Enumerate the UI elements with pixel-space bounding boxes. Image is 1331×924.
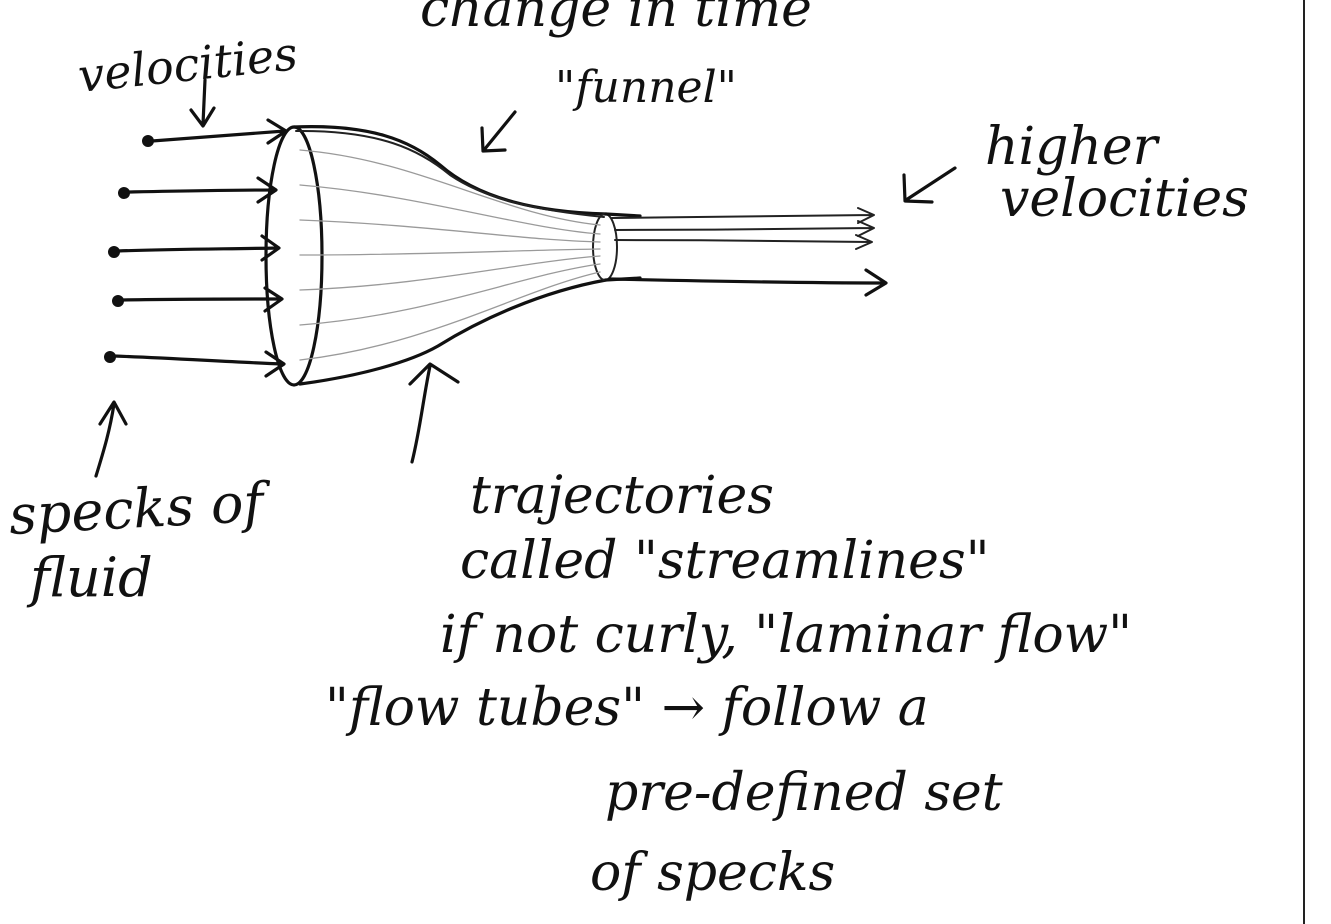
velocity-arrow xyxy=(152,120,286,143)
note-line: pre-defined set xyxy=(605,763,1003,823)
exit-arrow xyxy=(612,208,874,223)
velocities-label: velocities xyxy=(76,26,301,103)
note-line: of specks xyxy=(590,843,835,903)
velocity-arrow xyxy=(118,236,279,260)
note-line: trajectories xyxy=(470,466,774,526)
specks-label-line2: fluid xyxy=(26,546,153,609)
exit-arrow xyxy=(610,270,886,295)
streamline xyxy=(300,249,600,255)
funnel-mouth xyxy=(266,127,322,385)
exit-arrow xyxy=(615,235,872,249)
note-line: called "streamlines" xyxy=(460,531,990,591)
notes-block: trajectories called "streamlines" if not… xyxy=(325,466,1132,903)
trajectories-pointer xyxy=(410,364,458,462)
higher-velocities-label-line2: velocities xyxy=(1000,169,1249,229)
velocity-arrow xyxy=(128,178,276,202)
streamline xyxy=(300,150,600,225)
higher-velocities-pointer xyxy=(904,168,955,202)
funnel-upper-wall-sketch xyxy=(296,131,604,217)
velocity-arrow xyxy=(122,288,282,311)
streamline xyxy=(300,220,600,242)
exit-arrows xyxy=(610,208,886,295)
specks-arrow xyxy=(96,402,126,476)
heading-text: change in time xyxy=(420,0,812,39)
funnel-label: "funnel" xyxy=(555,62,737,113)
incoming-arrows xyxy=(114,120,286,376)
funnel-lower-wall xyxy=(300,280,606,384)
streamline xyxy=(300,272,600,360)
note-line: "flow tubes" → follow a xyxy=(325,678,929,738)
funnel-exit-ring xyxy=(593,214,617,280)
exit-arrow xyxy=(615,221,874,236)
funnel-upper-wall xyxy=(294,127,606,214)
note-line: if not curly, "laminar flow" xyxy=(440,605,1132,665)
velocity-arrow xyxy=(114,352,284,376)
funnel-pointer xyxy=(482,112,515,151)
specks-label-line1: specks of xyxy=(7,470,273,547)
inner-streamlines xyxy=(300,150,600,360)
higher-velocities-label-line1: higher xyxy=(985,117,1161,177)
funnel-neck xyxy=(606,214,640,280)
streamline xyxy=(300,264,600,325)
